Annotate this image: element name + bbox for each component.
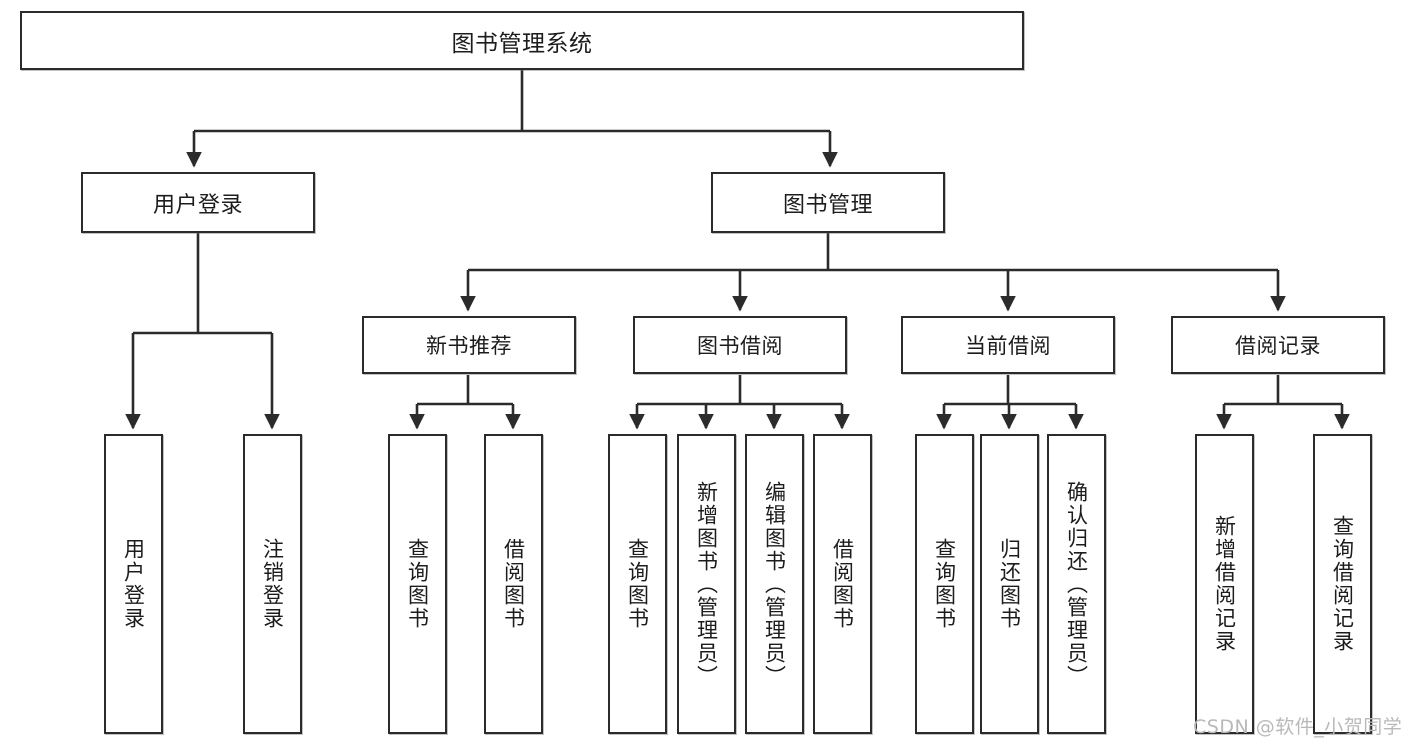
node-user-login[interactable]: 用户登录 [81, 172, 315, 233]
leaf-book-borrow-query[interactable]: 查询图书 [608, 434, 667, 734]
node-current-borrow[interactable]: 当前借阅 [901, 316, 1115, 374]
leaf-current-borrow-query[interactable]: 查询图书 [915, 434, 974, 734]
leaf-new-book-borrow-label: 借阅图书 [501, 538, 526, 630]
leaf-new-book-borrow[interactable]: 借阅图书 [484, 434, 543, 734]
node-borrow-record[interactable]: 借阅记录 [1171, 316, 1385, 374]
leaf-current-borrow-return[interactable]: 归还图书 [980, 434, 1039, 734]
leaf-borrow-record-query[interactable]: 查询借阅记录 [1313, 434, 1372, 734]
leaf-book-borrow-edit[interactable]: 编辑图书（管理员） [745, 434, 804, 734]
leaf-borrow-record-add[interactable]: 新增借阅记录 [1195, 434, 1254, 734]
node-borrow-record-label: 借阅记录 [1235, 334, 1321, 358]
leaf-current-borrow-query-label: 查询图书 [932, 538, 957, 630]
node-book-borrow[interactable]: 图书借阅 [633, 316, 847, 374]
leaf-book-borrow-query-label: 查询图书 [625, 538, 650, 630]
leaf-book-borrow-borrow[interactable]: 借阅图书 [813, 434, 872, 734]
leaf-borrow-record-query-label: 查询借阅记录 [1330, 515, 1355, 653]
leaf-current-borrow-confirm[interactable]: 确认归还（管理员） [1047, 434, 1106, 734]
leaf-user-login-logout[interactable]: 注销登录 [243, 434, 302, 734]
node-root-system[interactable]: 图书管理系统 [20, 11, 1024, 70]
leaf-user-login-logout-label: 注销登录 [260, 538, 285, 630]
node-new-book-recommend-label: 新书推荐 [426, 334, 512, 358]
node-current-borrow-label: 当前借阅 [965, 334, 1051, 358]
leaf-borrow-record-add-label: 新增借阅记录 [1212, 515, 1237, 653]
node-root-system-label: 图书管理系统 [451, 30, 593, 57]
node-book-manage-label: 图书管理 [782, 192, 873, 218]
leaf-current-borrow-return-label: 归还图书 [997, 538, 1022, 630]
leaf-user-login-login[interactable]: 用户登录 [104, 434, 163, 734]
node-book-manage[interactable]: 图书管理 [711, 172, 945, 233]
leaf-book-borrow-edit-label: 编辑图书（管理员） [762, 480, 787, 688]
leaf-new-book-query[interactable]: 查询图书 [388, 434, 447, 734]
leaf-book-borrow-borrow-label: 借阅图书 [830, 538, 855, 630]
leaf-book-borrow-add-label: 新增图书（管理员） [694, 480, 719, 688]
node-book-borrow-label: 图书借阅 [697, 334, 783, 358]
leaf-current-borrow-confirm-label: 确认归还（管理员） [1064, 480, 1089, 688]
leaf-user-login-login-label: 用户登录 [121, 538, 146, 630]
leaf-book-borrow-add[interactable]: 新增图书（管理员） [677, 434, 736, 734]
node-new-book-recommend[interactable]: 新书推荐 [362, 316, 576, 374]
leaf-new-book-query-label: 查询图书 [405, 538, 430, 630]
node-user-login-label: 用户登录 [152, 192, 243, 218]
